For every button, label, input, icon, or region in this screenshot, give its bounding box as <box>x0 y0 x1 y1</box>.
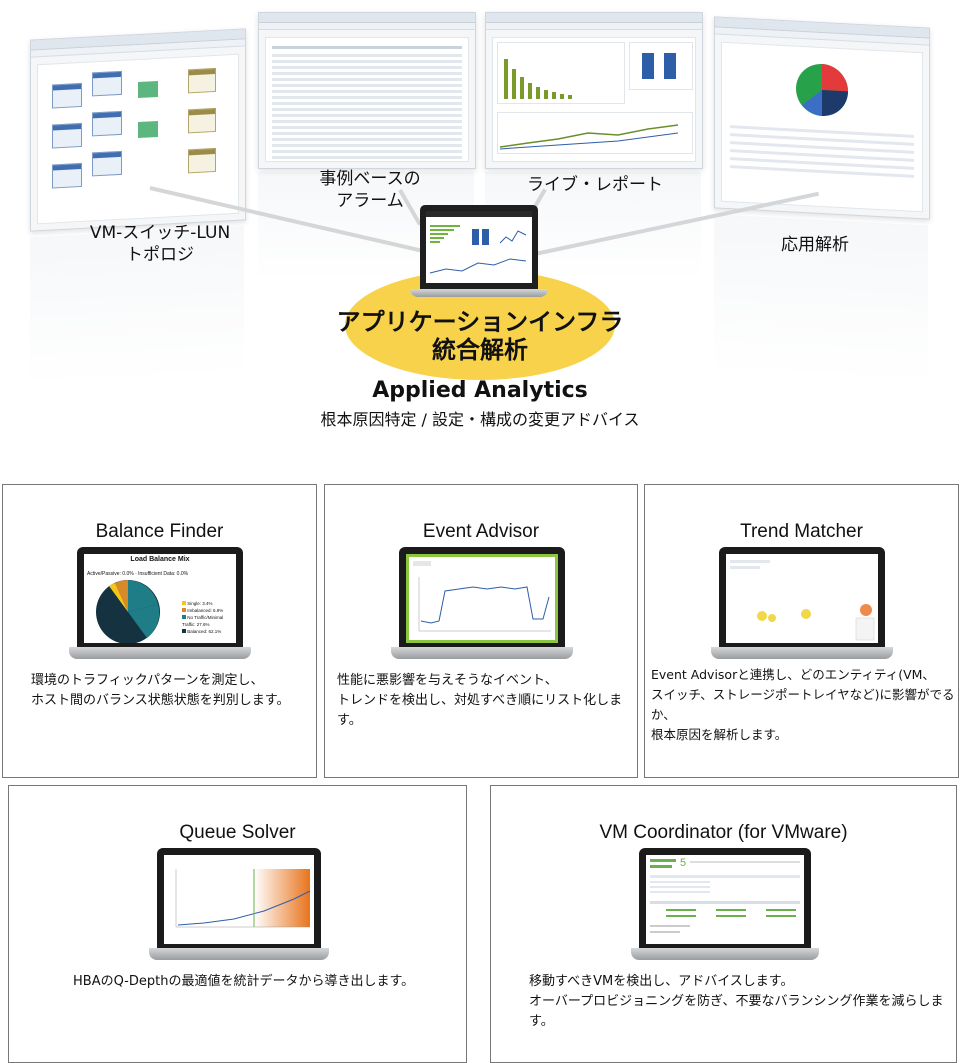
card-title: Queue Solver <box>179 822 296 843</box>
pie-chart-thumbnail <box>730 63 914 178</box>
legend-item: Balanced: 62.1% <box>182 628 232 635</box>
event-line-chart <box>413 561 551 632</box>
legend-item: No Traffic/Minimal Traffic: 27.6% <box>182 615 224 627</box>
card-title: Balance Finder <box>95 521 224 542</box>
live-report-line-chart <box>499 124 679 150</box>
topology-label: VM-スイッチ-LUN トポロジ <box>89 223 231 265</box>
card-description: 環境のトラフィックパターンを測定し、 ホスト間のバランス状態状態を判別します。 <box>31 673 290 708</box>
vm-count: 5 <box>680 857 687 869</box>
card-description: 移動すべきVMを検出し、アドバイスします。 オーバープロビジョニングを防ぎ、不要… <box>529 974 944 1029</box>
card-description: HBAのQ-Depthの最適値を統計データから導き出します。 <box>73 974 415 989</box>
alarms-screenshot <box>258 12 476 169</box>
laptop-mockup <box>391 547 573 659</box>
alarms-label: 事例ベースの アラーム <box>319 169 421 211</box>
laptop-mockup <box>149 848 329 960</box>
live-report-screenshot <box>485 12 703 169</box>
card-description: 性能に悪影響を与えそうなイベント、 トレンドを検出し、対処すべき順にリスト化しま… <box>337 673 623 728</box>
legend-item: Imbalanced: 6.9% <box>182 607 232 614</box>
balance-chart-title: Load Balance Mix <box>130 556 190 563</box>
card-balance-finder: Balance Finder Load Balance Mix Active/P… <box>2 484 317 778</box>
legend-item: Single: 3.4% <box>182 600 232 607</box>
trend-bubble-chart <box>730 560 875 641</box>
applied-analysis-screenshot <box>714 16 930 220</box>
balance-pie-chart <box>96 580 160 643</box>
center-laptop <box>410 205 548 297</box>
card-queue-solver: Queue Solver <box>8 785 467 1063</box>
applied-analysis-label: 応用解析 <box>781 235 849 255</box>
live-report-label: ライブ・レポート <box>527 175 663 195</box>
card-vm-coordinator: VM Coordinator (for VMware) 5 <box>490 785 957 1063</box>
laptop-mockup: Load Balance Mix Active/Passive: 0.0% · … <box>69 547 251 659</box>
hero-section: VM-スイッチ-LUN トポロジ 事例ベースの アラーム ライブ・レポート 応用… <box>0 0 960 440</box>
balance-chart-subtitle: Active/Passive: 0.0% · Insufficient Data… <box>87 571 189 577</box>
card-title: Trend Matcher <box>740 521 863 542</box>
applied-analytics-subtitle: 根本原因特定 / 設定・構成の変更アドバイス <box>320 410 640 429</box>
card-trend-matcher: Trend Matcher Event Advisorと連携し、どのエンティティ… <box>644 484 959 778</box>
center-title-line1: アプリケーションインフラ <box>336 308 624 336</box>
applied-analytics-title: Applied Analytics <box>372 378 588 403</box>
laptop-mockup: 5 <box>631 848 819 960</box>
dashboard-thumbnail <box>429 225 527 274</box>
card-event-advisor: Event Advisor 性能に悪影響を与えそうなイベント、 トレンドを検出し… <box>324 484 638 778</box>
center-title-line2: 統合解析 <box>432 336 528 364</box>
card-title: Event Advisor <box>422 521 540 542</box>
card-description: Event Advisorと連携し、どのエンティティ(VM、 スイッチ、ストレー… <box>651 667 955 742</box>
card-title: VM Coordinator (for VMware) <box>599 822 848 843</box>
vm-coordinator-table <box>650 859 800 933</box>
queue-scatter-chart <box>175 869 311 928</box>
laptop-mockup <box>711 547 893 659</box>
